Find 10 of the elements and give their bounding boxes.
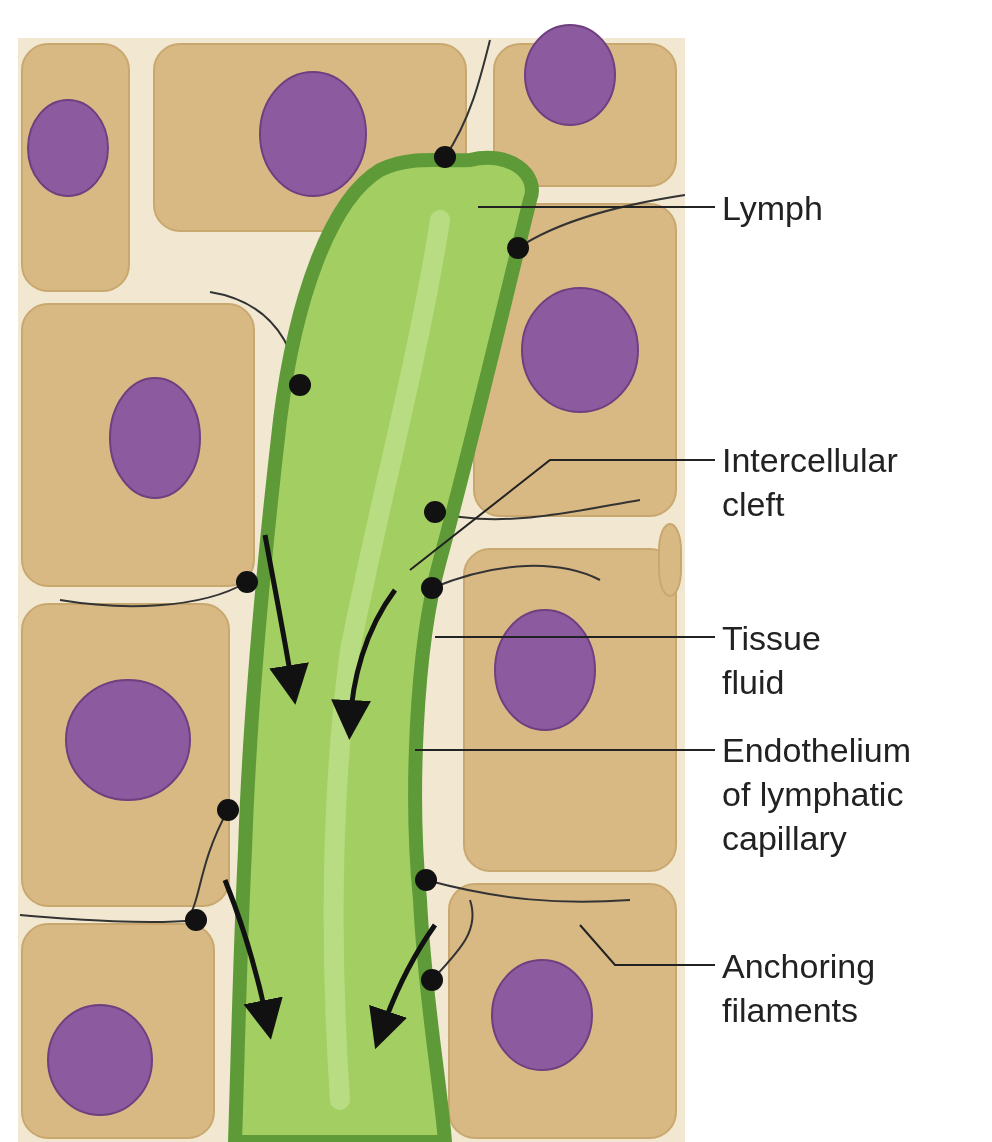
part-label: Anchoring filaments — [722, 944, 932, 1032]
part-label: Endothelium of lymphatic capillary — [722, 728, 947, 860]
part-label: Tissue fluid — [722, 616, 872, 704]
leader-line — [409, 459, 716, 571]
leader-line — [414, 749, 716, 751]
leader-line — [477, 206, 716, 208]
leader-line — [434, 636, 716, 638]
part-label: Lymph — [722, 186, 937, 230]
leader-line — [579, 924, 716, 966]
part-label: Intercellular cleft — [722, 438, 937, 526]
